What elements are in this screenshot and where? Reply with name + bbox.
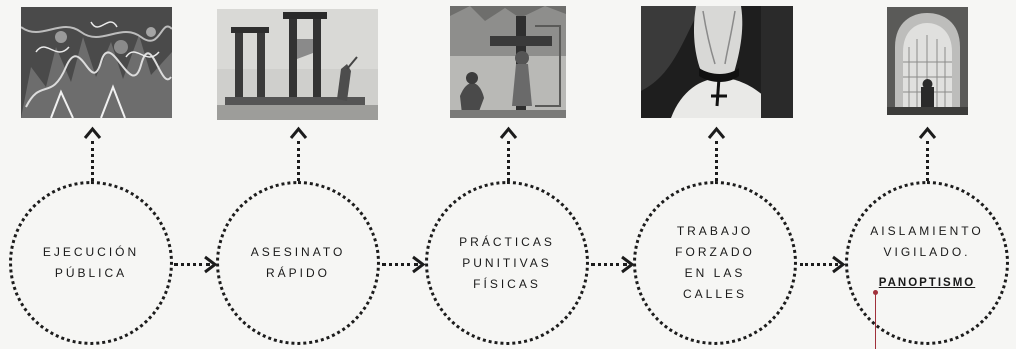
- iron-collar-image: [641, 6, 793, 118]
- stage-circle-1: EJECUCIÓN PÚBLICA: [9, 181, 173, 345]
- connector-line-1: [91, 141, 94, 181]
- stage-circle-5: AISLAMIENTO VIGILADO. PANOPTISMO: [845, 181, 1009, 345]
- stage-label: TRABAJO FORZADO EN LAS CALLES: [675, 224, 755, 301]
- connector-line-2: [297, 141, 300, 181]
- connector-line-3: [507, 141, 510, 181]
- chevron-up-icon: [289, 126, 308, 139]
- public-execution-image: [21, 7, 172, 118]
- pillory-image: [450, 6, 566, 118]
- stage-circle-2: ASESINATO RÁPIDO: [216, 181, 380, 345]
- stage-label: PRÁCTICAS PUNITIVAS FÍSICAS: [459, 234, 555, 291]
- chevron-up-icon: [83, 126, 102, 139]
- chevron-up-icon: [918, 126, 937, 139]
- flow-line-1: [174, 263, 210, 266]
- stage-label: ASESINATO RÁPIDO: [250, 245, 346, 280]
- panoptismo-label: PANOPTISMO: [878, 277, 976, 289]
- chevron-right-icon: [832, 255, 845, 274]
- chevron-right-icon: [621, 255, 634, 274]
- text-cursor-line: [875, 294, 876, 349]
- flow-line-4: [800, 263, 838, 266]
- chevron-right-icon: [412, 255, 425, 274]
- chevron-right-icon: [204, 255, 217, 274]
- stage-circle-4: TRABAJO FORZADO EN LAS CALLES: [633, 181, 797, 345]
- flow-line-2: [382, 263, 418, 266]
- chevron-up-icon: [499, 126, 518, 139]
- text-cursor-dot: [873, 290, 878, 295]
- stage-label: EJECUCIÓN PÚBLICA: [42, 245, 140, 280]
- connector-line-4: [715, 141, 718, 181]
- guillotine-image: [217, 9, 378, 120]
- chevron-up-icon: [707, 126, 726, 139]
- connector-line-5: [926, 141, 929, 181]
- stage-label: AISLAMIENTO VIGILADO.: [870, 224, 984, 259]
- panopticon-image: [887, 7, 968, 115]
- flow-line-3: [591, 263, 627, 266]
- stage-circle-3: PRÁCTICAS PUNITIVAS FÍSICAS: [425, 181, 589, 345]
